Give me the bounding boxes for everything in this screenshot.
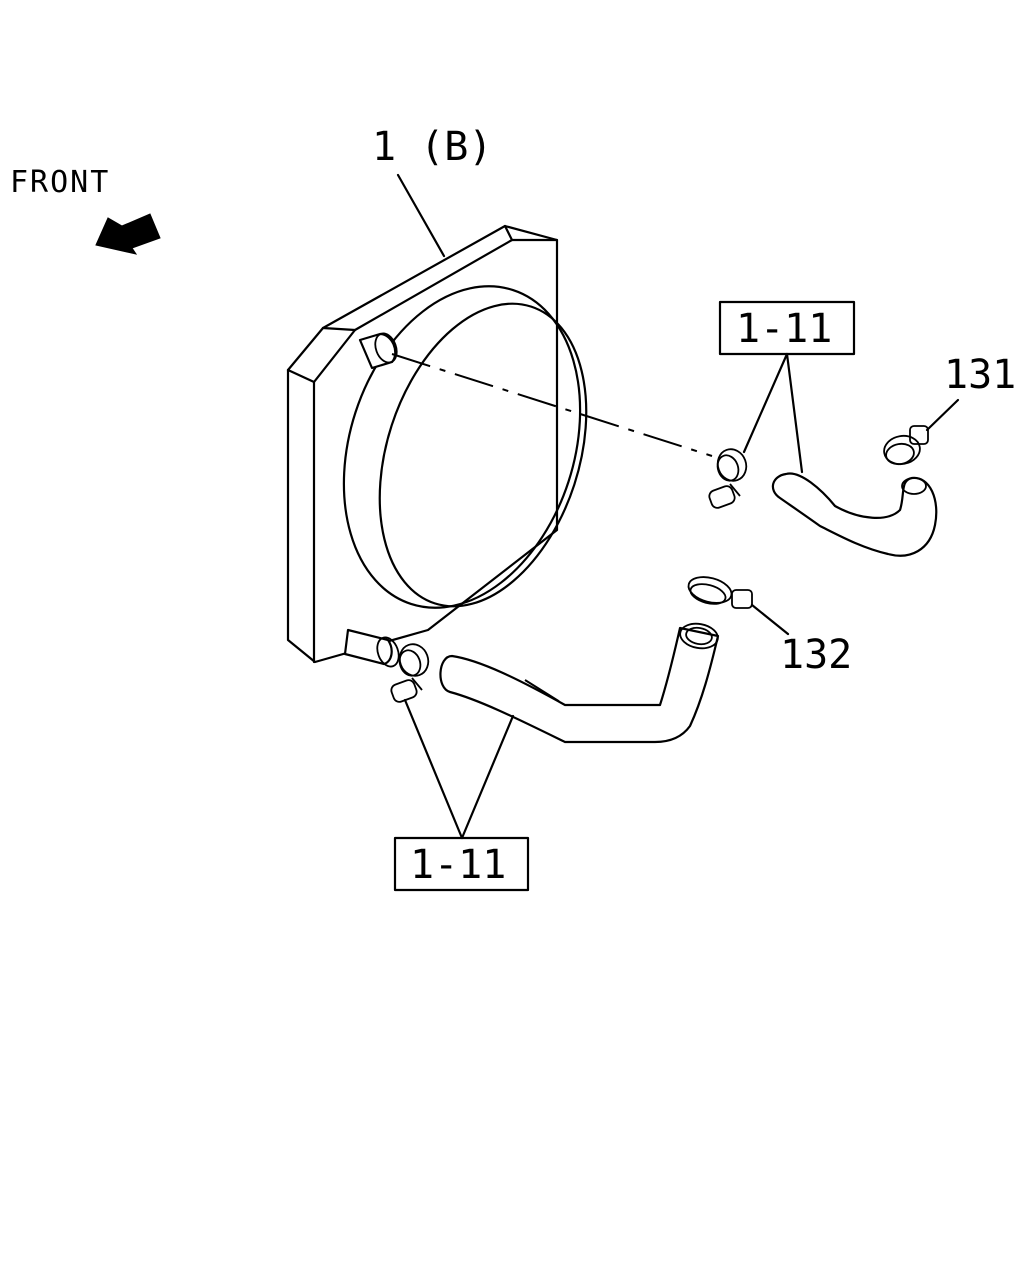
radiator-leader [396, 173, 446, 258]
ref-upper-leader-a [742, 352, 789, 454]
upper-alignment-line [391, 353, 713, 457]
lower-hose-break [524, 679, 566, 706]
front-label: FRONT [10, 165, 110, 200]
clamp-131 [883, 425, 929, 466]
ref-upper-leader-b [785, 352, 804, 474]
lower-pipe [343, 628, 393, 666]
radiator-assembly [286, 224, 588, 668]
ref-label-lower: 1-11 [410, 842, 506, 888]
ref-lower-leader-a [403, 698, 464, 840]
ref-label-upper: 1-11 [736, 306, 832, 352]
upper-hose [771, 472, 938, 557]
clamp-131-leader [925, 398, 960, 432]
clamp-131-callout: 131 [944, 352, 1016, 398]
upper-clamp-small [708, 448, 748, 509]
lower-clamp-small [390, 643, 430, 703]
ref-lower-leader-b [460, 714, 515, 840]
lower-hose [439, 626, 720, 744]
front-arrow-icon [95, 213, 161, 255]
radiator-callout: 1 (B) [372, 124, 492, 170]
clamp-132-callout: 132 [780, 632, 852, 678]
clamp-132-leader [750, 603, 790, 636]
clamp-132 [687, 576, 753, 609]
